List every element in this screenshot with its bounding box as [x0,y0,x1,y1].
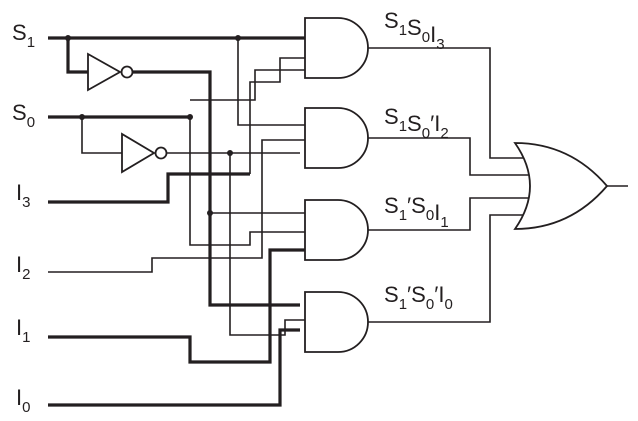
label-i2: I2 [16,252,30,283]
and-gate-1 [304,199,369,261]
wire-s1-inv-in [66,38,88,74]
wire-s0-to-and1 [189,117,305,246]
label-i0: I0 [16,385,30,416]
and-gate-2 [304,107,369,169]
wire-s1-to-and2 [237,38,305,126]
label-i3: I3 [16,180,30,211]
not-gate-s1 [87,52,122,92]
wire-i2-to-and2 [48,139,305,273]
wire-s0-inv-in [81,117,122,154]
wire-s0bar-to-and0 [229,153,305,336]
junction-s1-b [235,35,241,41]
junction-s0-a [79,114,85,120]
wire-i3-to-and3 [249,57,305,174]
wire-s0-to-and3 [190,69,305,101]
wire-i1 [48,248,305,364]
or-gate [513,142,609,230]
label-i1: I1 [16,315,30,346]
and-gate-0 [304,291,369,353]
wire-and0-out [368,214,525,323]
wire-s1-bar [133,70,300,307]
not-gate-s1-bubble [120,65,134,79]
junction-s0-b [187,114,193,120]
label-s0: S0 [12,100,35,131]
term-label-1: S1′S0I1 [384,193,449,231]
wire-i3 [48,172,250,204]
term-label-2: S1S0′I2 [384,104,449,142]
wire-and1-out [368,197,532,231]
junction-s1bar [207,210,213,216]
wire-and3-out [368,47,525,159]
junction-s1-a [65,35,71,41]
not-gate-s0 [121,132,156,174]
junction-s0bar [227,150,233,156]
not-gate-s0-bubble [154,146,168,160]
wire-and2-out [368,137,532,176]
term-label-0: S1′S0′I0 [384,282,453,313]
and-gate-3 [304,17,369,79]
term-label-3: S1S0I3 [384,8,445,53]
wire-i0 [48,328,300,407]
label-s1: S1 [12,20,35,51]
